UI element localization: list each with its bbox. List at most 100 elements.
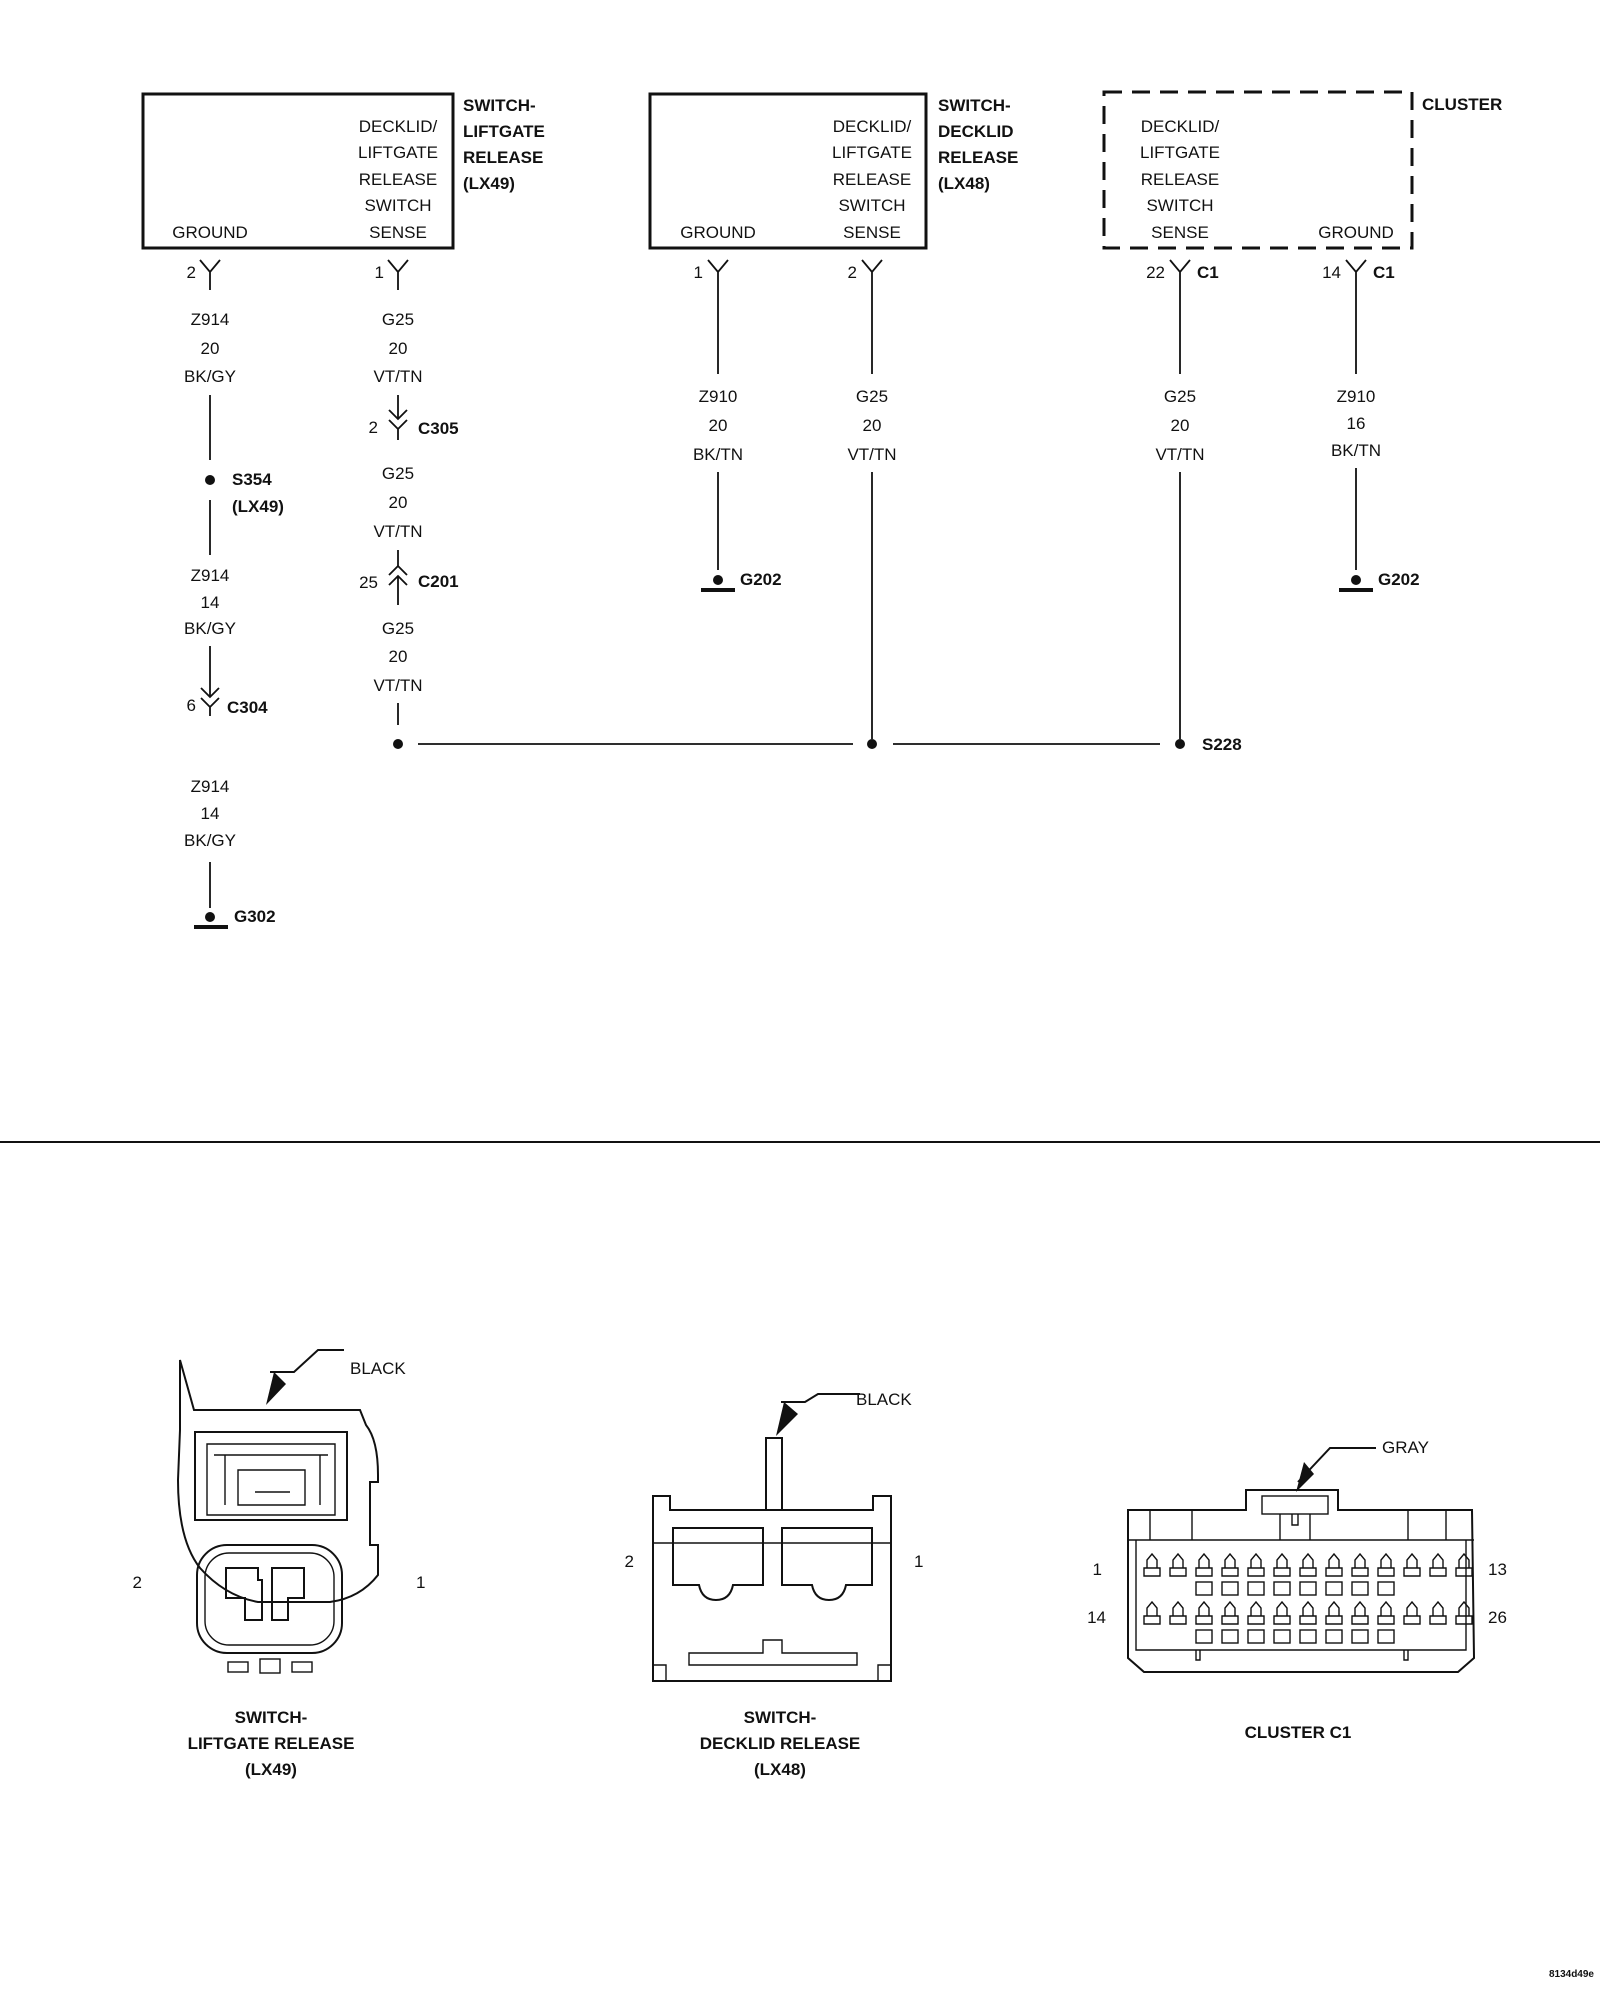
cluster-c1-cavity [1221, 1600, 1239, 1625]
cluster-c1-cavity [1455, 1552, 1473, 1577]
wire-color: BK/GY [184, 367, 236, 386]
c304-pin: 6 [187, 696, 196, 715]
lx49-sense-pin-terminal [387, 259, 409, 290]
lx48-connector-view: BLACK 2 1 SWITCH- DECKLID RELEASE (LX48) [625, 1390, 924, 1779]
liftgate-sense-label-2: LIFTGATE [358, 143, 438, 162]
liftgate-switch-name-2: LIFTGATE [463, 122, 545, 141]
decklid-ground-label: GROUND [680, 223, 756, 242]
cluster-c1-color-label: GRAY [1382, 1438, 1429, 1457]
cluster-c1-cavity [1247, 1600, 1265, 1625]
cluster-c1-cavity-lock [1299, 1629, 1317, 1644]
ground-g302-label: G302 [234, 907, 276, 926]
wire-gauge: 20 [389, 647, 408, 666]
decklid-sense-label-3: RELEASE [833, 170, 911, 189]
wire-code: Z914 [191, 777, 230, 796]
cluster-c1-cavity-lock [1195, 1581, 1213, 1596]
wire-color: BK/GY [184, 619, 236, 638]
lx48-ground-circuit: 1 Z910 20 BK/TN G202 [693, 259, 782, 592]
liftgate-switch-box [141, 92, 455, 250]
cluster-c1-cavity [1351, 1552, 1369, 1577]
c304-label: C304 [227, 698, 268, 717]
lx49-pin-right: 1 [416, 1573, 425, 1592]
c201-connector-symbol [388, 564, 408, 605]
cluster-c1-cavity [1325, 1600, 1343, 1625]
lx49-sense-pin: 1 [375, 263, 384, 282]
liftgate-sense-label-1: DECKLID/ [359, 117, 438, 136]
liftgate-switch-component: DECKLID/ LIFTGATE RELEASE SWITCH SENSE G… [141, 92, 545, 250]
lx49-terminal-2 [225, 1567, 263, 1621]
lx49-terminal-cavity [196, 1544, 343, 1654]
ground-g202-dot [713, 575, 723, 585]
liftgate-switch-name-1: SWITCH- [463, 96, 536, 115]
c305-connector-symbol [388, 409, 408, 440]
wire-color: BK/TN [693, 445, 743, 464]
lx49-connector-body [176, 1359, 379, 1603]
cluster-sense-circuit: 22 C1 G25 20 VT/TN [1146, 259, 1219, 739]
cluster-c1-caption: CLUSTER C1 [1245, 1723, 1352, 1742]
cluster-c1-cavity [1169, 1552, 1187, 1577]
lx49-caption-2: LIFTGATE RELEASE [188, 1734, 355, 1753]
figure-id: 8134d49e [1549, 1969, 1594, 1980]
wire-code: G25 [382, 310, 414, 329]
wire-code: G25 [1164, 387, 1196, 406]
wire-code: G25 [856, 387, 888, 406]
decklid-switch-name-3: RELEASE [938, 148, 1018, 167]
cluster-c1-cavity [1377, 1552, 1395, 1577]
ground-g202-dot [1351, 575, 1361, 585]
wire-color: VT/TN [373, 676, 422, 695]
wire-color: VT/TN [373, 367, 422, 386]
cluster-c1-cavity-lock [1351, 1629, 1369, 1644]
cluster-c1-connector-body [1127, 1489, 1476, 1673]
cluster-c1-cavity-lock [1247, 1581, 1265, 1596]
cluster-c1-connector-view: GRAY 1 13 14 26 CLUSTER C1 [1087, 1438, 1507, 1742]
cluster-c1-cavity [1299, 1600, 1317, 1625]
lx49-pin-left: 2 [133, 1573, 142, 1592]
lx48-ground-pin-terminal [707, 259, 729, 374]
cluster-name: CLUSTER [1422, 95, 1502, 114]
c304-connector-symbol [200, 687, 220, 716]
wire-code: Z910 [699, 387, 738, 406]
cluster-c1-cavity [1351, 1600, 1369, 1625]
cluster-c1-cavity-lock [1351, 1581, 1369, 1596]
cluster-c1-color-arrow [1296, 1462, 1314, 1492]
wire-color: BK/GY [184, 831, 236, 850]
cluster-c1-cavity-lock [1325, 1629, 1343, 1644]
cluster-c1-latch [1261, 1495, 1329, 1515]
lx48-connector-body [652, 1495, 892, 1682]
lx48-cavity-2 [672, 1527, 764, 1602]
splice-s354-dot [205, 475, 215, 485]
lx48-pin-left: 2 [625, 1552, 634, 1571]
cluster-c1-cavity [1299, 1552, 1317, 1577]
liftgate-sense-label-4: SWITCH [364, 196, 431, 215]
lx48-pin-right: 1 [914, 1552, 923, 1571]
wire-code: G25 [382, 619, 414, 638]
cluster-ground-connector: C1 [1373, 263, 1395, 282]
lx48-cavity-1 [781, 1527, 873, 1602]
c201-pin: 25 [359, 573, 378, 592]
lx49-color-label: BLACK [350, 1359, 406, 1378]
liftgate-ground-label: GROUND [172, 223, 248, 242]
wire-gauge: 20 [1171, 416, 1190, 435]
lx48-color-leader [781, 1393, 860, 1403]
cluster-c1-cavity [1247, 1552, 1265, 1577]
cluster-sense-label-5: SENSE [1151, 223, 1209, 242]
liftgate-sense-label-3: RELEASE [359, 170, 437, 189]
c305-label: C305 [418, 419, 459, 438]
c201-label: C201 [418, 572, 459, 591]
lx49-ground-pin: 2 [187, 263, 196, 282]
cluster-c1-cavity [1143, 1552, 1161, 1577]
decklid-switch-component: DECKLID/ LIFTGATE RELEASE SWITCH SENSE G… [648, 92, 1018, 250]
cluster-c1-cavity-lock [1221, 1629, 1239, 1644]
splice-s228-label: S228 [1202, 735, 1242, 754]
splice-s228-dot [1175, 739, 1185, 749]
liftgate-switch-name-4: (LX49) [463, 174, 515, 193]
cluster-sense-connector: C1 [1197, 263, 1219, 282]
lx48-sense-circuit: 2 G25 20 VT/TN [847, 259, 897, 739]
c305-pin: 2 [369, 418, 378, 437]
cluster-c1-pin-1: 1 [1093, 1560, 1102, 1579]
wire-gauge: 14 [201, 593, 220, 612]
lx49-color-leader [270, 1349, 344, 1373]
wire-color: BK/TN [1331, 441, 1381, 460]
lx49-connector-view: BLACK 2 1 SWITCH- LIFTGATE RELEASE (LX49… [133, 1349, 425, 1779]
wire-code: Z910 [1337, 387, 1376, 406]
